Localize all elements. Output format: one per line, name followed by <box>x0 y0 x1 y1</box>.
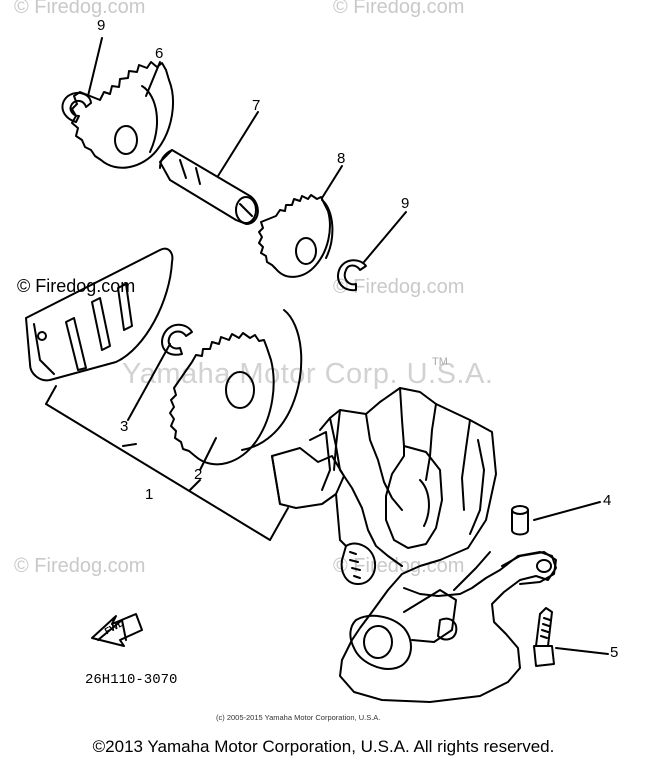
part-code: 26H110-3070 <box>85 672 178 688</box>
gear-2 <box>169 309 303 466</box>
callout-4: 4 <box>603 492 612 509</box>
callout-leaders <box>87 37 407 471</box>
callout-9-right: 9 <box>401 195 410 212</box>
watermark-mid-left: © Firedog.com <box>17 276 136 296</box>
watermark-top-right: © Firedog.com <box>333 0 465 18</box>
callout-2: 2 <box>194 466 203 483</box>
watermark-bottom-right: © Firedog.com <box>333 555 465 577</box>
watermark-top-left: © Firedog.com <box>14 0 146 18</box>
callout-3: 3 <box>120 418 129 435</box>
callout-8: 8 <box>337 150 346 167</box>
callout-7: 7 <box>252 97 261 114</box>
small-copyright: (c) 2005-2015 Yamaha Motor Corporation, … <box>216 713 381 722</box>
shaft-7 <box>159 149 259 225</box>
circlip-9-top <box>61 91 92 123</box>
leader-lines-123 <box>45 385 289 541</box>
watermark-bottom-left: © Firedog.com <box>14 555 146 577</box>
callout-1: 1 <box>145 486 154 503</box>
dowel-pin-4 <box>511 501 601 536</box>
watermark-mid-right: © Firedog.com <box>333 276 465 298</box>
fwd-arrow-icon <box>91 613 143 647</box>
callout-6: 6 <box>155 45 164 62</box>
oil-pump-body <box>271 387 557 703</box>
guide-plate <box>25 247 174 382</box>
gear-8 <box>258 194 334 278</box>
watermark-trademark: TM <box>432 356 448 368</box>
footer-copyright: ©2013 Yamaha Motor Corporation, U.S.A. A… <box>92 737 555 756</box>
callout-9-top: 9 <box>97 17 106 34</box>
callout-5: 5 <box>610 644 619 661</box>
bolt-5 <box>533 607 609 667</box>
gear-6 <box>71 61 174 169</box>
circlip-9-right <box>337 259 367 292</box>
